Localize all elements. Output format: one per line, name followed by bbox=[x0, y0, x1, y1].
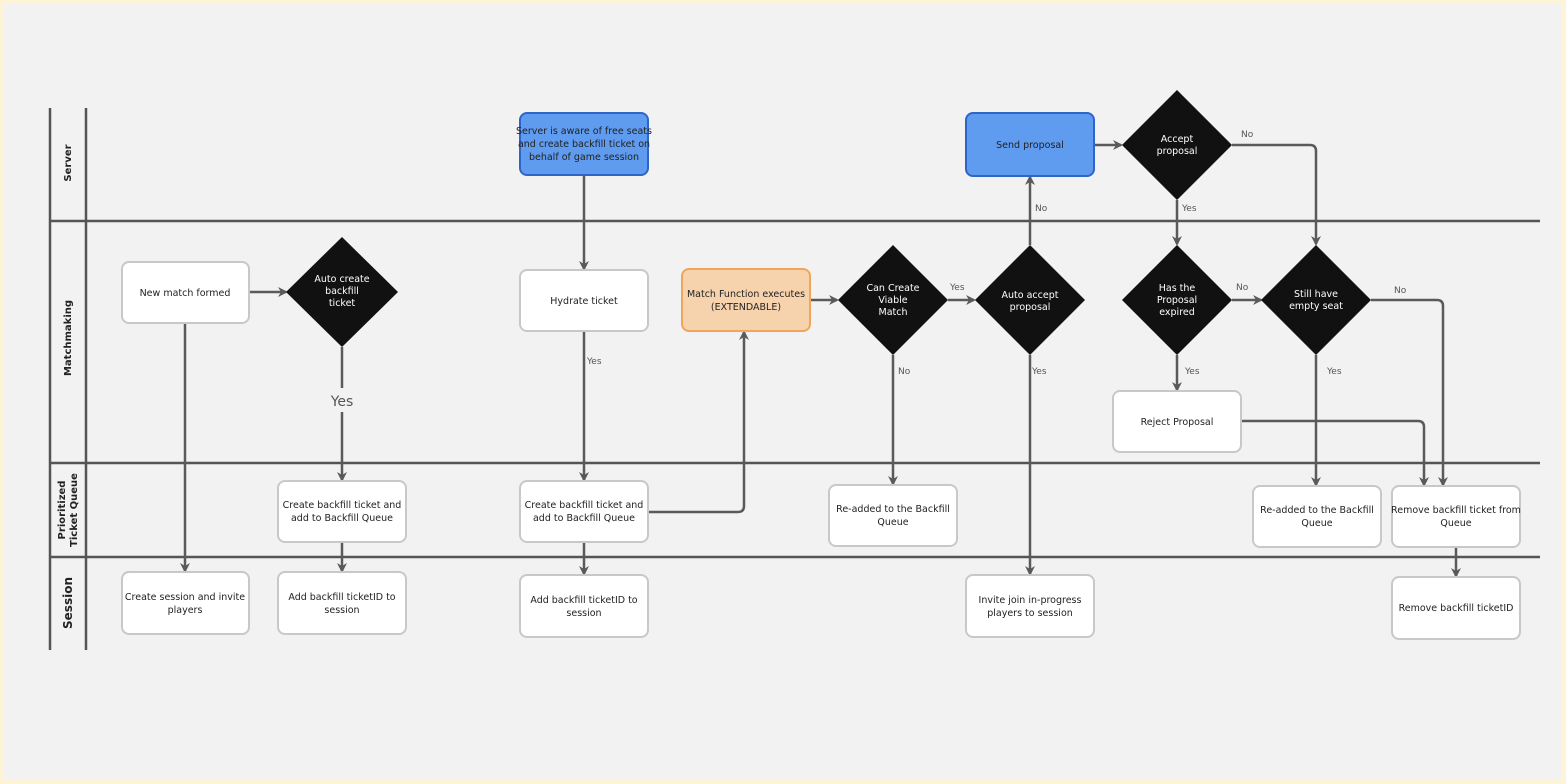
node-label: and create backfill ticket on bbox=[518, 139, 650, 150]
node-label: Queue bbox=[877, 517, 908, 528]
node-label: Create backfill ticket and bbox=[525, 500, 644, 511]
node-create-backfill-1[interactable]: Create backfill ticket and add to Backfi… bbox=[277, 480, 407, 543]
lane-label-matchmaking: Matchmaking bbox=[63, 300, 74, 376]
node-label: Reject Proposal bbox=[1141, 417, 1214, 428]
node-label: Create backfill ticket and bbox=[283, 500, 402, 511]
decision-empty-seat[interactable]: Still have empty seat bbox=[1261, 245, 1371, 355]
node-label: Remove backfill ticketID bbox=[1399, 603, 1514, 614]
node-label: backfill bbox=[325, 286, 359, 297]
node-label: Hydrate ticket bbox=[550, 296, 618, 307]
node-label: expired bbox=[1159, 307, 1195, 318]
node-match-function[interactable]: Match Function executes (EXTENDABLE) bbox=[681, 268, 811, 332]
decision-has-expired[interactable]: Has the Proposal expired bbox=[1122, 245, 1232, 355]
node-invite[interactable]: Invite join in-progress players to sessi… bbox=[965, 574, 1095, 638]
node-server-aware[interactable]: Server is aware of free seats and create… bbox=[516, 112, 652, 176]
node-label: Accept bbox=[1161, 134, 1194, 145]
edge-label-expired-no: No bbox=[1236, 283, 1249, 293]
edge-label-hydrate-yes: Yes bbox=[586, 357, 602, 367]
node-reject-proposal[interactable]: Reject Proposal bbox=[1112, 390, 1242, 453]
node-label: Send proposal bbox=[996, 140, 1064, 151]
lane-label-queue-line1: Prioritized bbox=[57, 481, 68, 540]
edge-label-auto-create-yes: Yes bbox=[330, 394, 354, 410]
node-label: behalf of game session bbox=[529, 152, 639, 163]
node-hydrate[interactable]: Hydrate ticket bbox=[519, 269, 649, 332]
node-label: Re-added to the Backfill bbox=[836, 504, 950, 515]
node-label: Proposal bbox=[1157, 295, 1197, 306]
edge-label-auto-accept-no: No bbox=[1035, 204, 1048, 214]
node-readded-2[interactable]: Re-added to the Backfill Queue bbox=[1252, 485, 1382, 548]
edge-label-auto-accept-yes: Yes bbox=[1031, 367, 1047, 377]
edge-label-accept-no: No bbox=[1241, 130, 1254, 140]
edge-label-seat-yes: Yes bbox=[1326, 367, 1342, 377]
node-label: Still have bbox=[1294, 289, 1338, 300]
node-remove-ticketid[interactable]: Remove backfill ticketID bbox=[1391, 576, 1521, 640]
node-label: Has the bbox=[1159, 283, 1196, 294]
node-label: proposal bbox=[1010, 302, 1051, 313]
edge-label-accept-yes: Yes bbox=[1181, 204, 1197, 214]
node-label: Auto create bbox=[314, 274, 369, 285]
node-label: Re-added to the Backfill bbox=[1260, 505, 1374, 516]
node-label: add to Backfill Queue bbox=[291, 513, 393, 524]
lane-label-session: Session bbox=[61, 577, 75, 629]
node-label: session bbox=[566, 608, 601, 619]
node-remove-from-queue[interactable]: Remove backfill ticket from Queue bbox=[1391, 485, 1521, 548]
node-label: New match formed bbox=[140, 288, 231, 299]
node-create-backfill-2[interactable]: Create backfill ticket and add to Backfi… bbox=[519, 480, 649, 543]
edge-label-expired-yes: Yes bbox=[1184, 367, 1200, 377]
node-new-match[interactable]: New match formed bbox=[121, 261, 250, 324]
edge-label-can-create-yes: Yes bbox=[949, 283, 965, 293]
node-label: Invite join in-progress bbox=[979, 595, 1082, 606]
node-add-ticketid-2[interactable]: Add backfill ticketID to session bbox=[519, 574, 649, 638]
decision-auto-accept[interactable]: Auto accept proposal bbox=[975, 245, 1085, 355]
node-label: empty seat bbox=[1289, 301, 1343, 312]
decision-can-create[interactable]: Can Create Viable Match bbox=[838, 245, 948, 355]
node-label: Queue bbox=[1301, 518, 1332, 529]
node-label: players to session bbox=[987, 608, 1073, 619]
node-label: Match bbox=[879, 307, 908, 318]
node-label: session bbox=[324, 605, 359, 616]
node-create-session[interactable]: Create session and invite players bbox=[121, 571, 250, 635]
node-label: Remove backfill ticket from bbox=[1391, 505, 1521, 516]
node-label: Viable bbox=[878, 295, 907, 306]
node-label: Add backfill ticketID to bbox=[530, 595, 637, 606]
node-send-proposal[interactable]: Send proposal bbox=[965, 112, 1095, 177]
node-add-ticketid-1[interactable]: Add backfill ticketID to session bbox=[277, 571, 407, 635]
node-label: (EXTENDABLE) bbox=[711, 302, 781, 313]
node-label: Auto accept bbox=[1002, 290, 1059, 301]
node-label: add to Backfill Queue bbox=[533, 513, 635, 524]
node-label: Server is aware of free seats bbox=[516, 126, 652, 137]
lane-label-server: Server bbox=[63, 144, 74, 181]
decision-accept-proposal[interactable]: Accept proposal bbox=[1122, 90, 1232, 200]
node-label: ticket bbox=[329, 298, 356, 309]
node-label: Queue bbox=[1440, 518, 1471, 529]
node-label: Add backfill ticketID to bbox=[288, 592, 395, 603]
node-label: Create session and invite bbox=[125, 592, 245, 603]
edge-label-seat-no: No bbox=[1394, 286, 1407, 296]
lane-label-queue-line2: Ticket Queue bbox=[69, 473, 80, 547]
node-label: Match Function executes bbox=[687, 289, 805, 300]
edges bbox=[180, 140, 1461, 578]
node-label: Can Create bbox=[866, 283, 919, 294]
lane-grid bbox=[48, 108, 1540, 650]
node-readded-1[interactable]: Re-added to the Backfill Queue bbox=[828, 484, 958, 547]
decision-auto-create[interactable]: Auto create backfill ticket bbox=[286, 237, 398, 347]
node-label: proposal bbox=[1157, 146, 1198, 157]
node-label: players bbox=[168, 605, 203, 616]
canvas-background bbox=[4, 4, 1562, 780]
edge-label-can-create-no: No bbox=[898, 367, 911, 377]
